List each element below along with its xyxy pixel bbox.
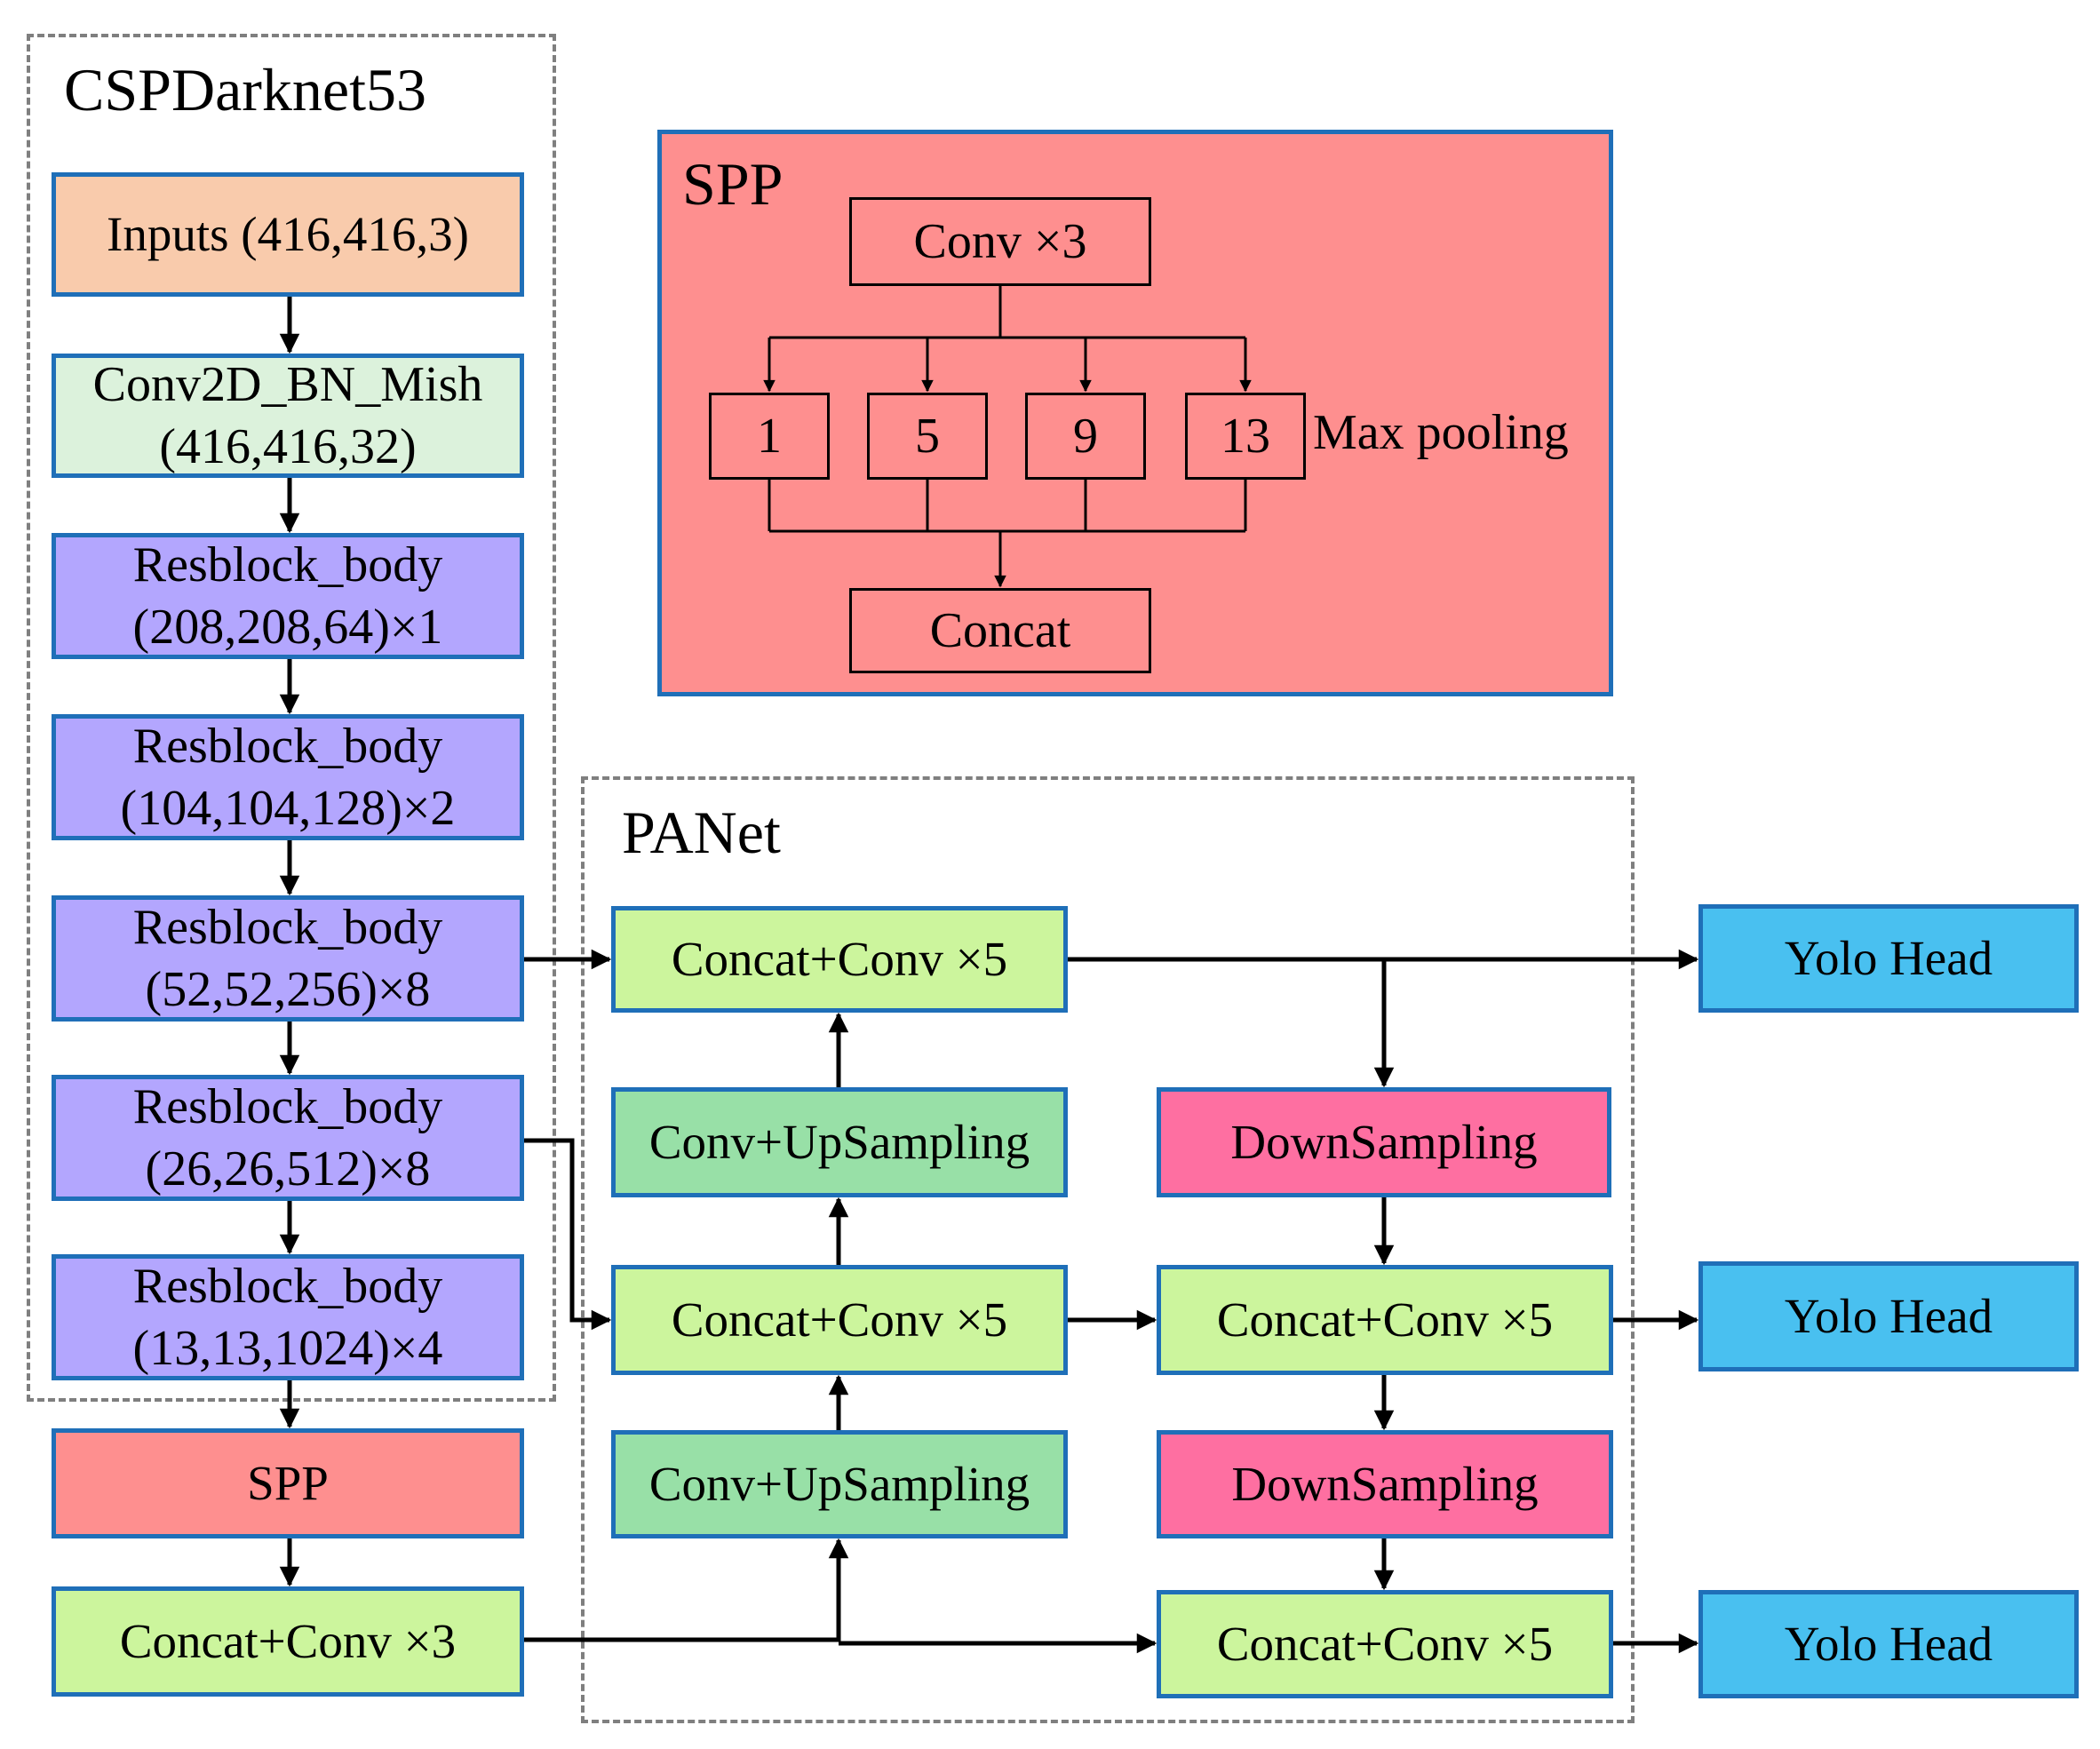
conv2d-line2: (416,416,32)	[159, 419, 417, 474]
maxpool-13-box: 13	[1185, 393, 1306, 480]
spp-detail-panel	[657, 130, 1613, 696]
yolo-head-2-box: Yolo Head	[1698, 1261, 2079, 1371]
resblock-2-line2: (104,104,128)×2	[120, 781, 456, 836]
spp-detail-title: SPP	[682, 150, 784, 218]
resblock-5-line2: (13,13,1024)×4	[132, 1321, 443, 1376]
concat-conv5-right-bottom-box: Concat+Conv ×5	[1157, 1590, 1613, 1698]
inputs-box: Inputs (416,416,3)	[52, 172, 524, 297]
conv2d-bn-mish-box: Conv2D_BN_Mish (416,416,32)	[52, 354, 524, 478]
downsampling-top-box: DownSampling	[1157, 1087, 1611, 1197]
concat-conv5-right-mid-box: Concat+Conv ×5	[1157, 1265, 1613, 1375]
spp-concat-box: Concat	[849, 588, 1151, 673]
yolo-head-3-box: Yolo Head	[1698, 1590, 2079, 1698]
resblock-body-1-box: Resblock_body (208,208,64)×1	[52, 533, 524, 659]
resblock-2-line1: Resblock_body	[132, 719, 443, 774]
downsampling-bottom-box: DownSampling	[1157, 1430, 1613, 1538]
conv-upsampling-top-box: Conv+UpSampling	[611, 1087, 1068, 1197]
concat-conv3-box: Concat+Conv ×3	[52, 1586, 524, 1697]
resblock-body-5-box: Resblock_body (13,13,1024)×4	[52, 1254, 524, 1380]
resblock-body-4-box: Resblock_body (26,26,512)×8	[52, 1075, 524, 1201]
resblock-1-line1: Resblock_body	[132, 537, 443, 592]
resblock-body-2-box: Resblock_body (104,104,128)×2	[52, 714, 524, 840]
maxpool-9-box: 9	[1025, 393, 1146, 480]
maxpool-1-box: 1	[709, 393, 830, 480]
resblock-1-line2: (208,208,64)×1	[132, 600, 443, 655]
max-pooling-label: Max pooling	[1313, 405, 1569, 460]
resblock-3-line1: Resblock_body	[132, 900, 443, 955]
resblock-3-line2: (52,52,256)×8	[145, 962, 431, 1017]
yolo-head-1-box: Yolo Head	[1698, 904, 2079, 1013]
resblock-body-3-box: Resblock_body (52,52,256)×8	[52, 895, 524, 1022]
concat-conv5-top-box: Concat+Conv ×5	[611, 906, 1068, 1013]
resblock-4-line2: (26,26,512)×8	[145, 1141, 431, 1196]
resblock-4-line1: Resblock_body	[132, 1079, 443, 1134]
resblock-5-line1: Resblock_body	[132, 1259, 443, 1314]
conv2d-line1: Conv2D_BN_Mish	[92, 357, 483, 412]
cspdarknet53-title: CSPDarknet53	[64, 56, 426, 123]
spp-box: SPP	[52, 1428, 524, 1538]
conv-upsampling-bottom-box: Conv+UpSampling	[611, 1430, 1068, 1538]
maxpool-5-box: 5	[867, 393, 988, 480]
panet-title: PANet	[622, 799, 781, 866]
spp-conv-box: Conv ×3	[849, 197, 1151, 286]
concat-conv5-mid-box: Concat+Conv ×5	[611, 1265, 1068, 1375]
